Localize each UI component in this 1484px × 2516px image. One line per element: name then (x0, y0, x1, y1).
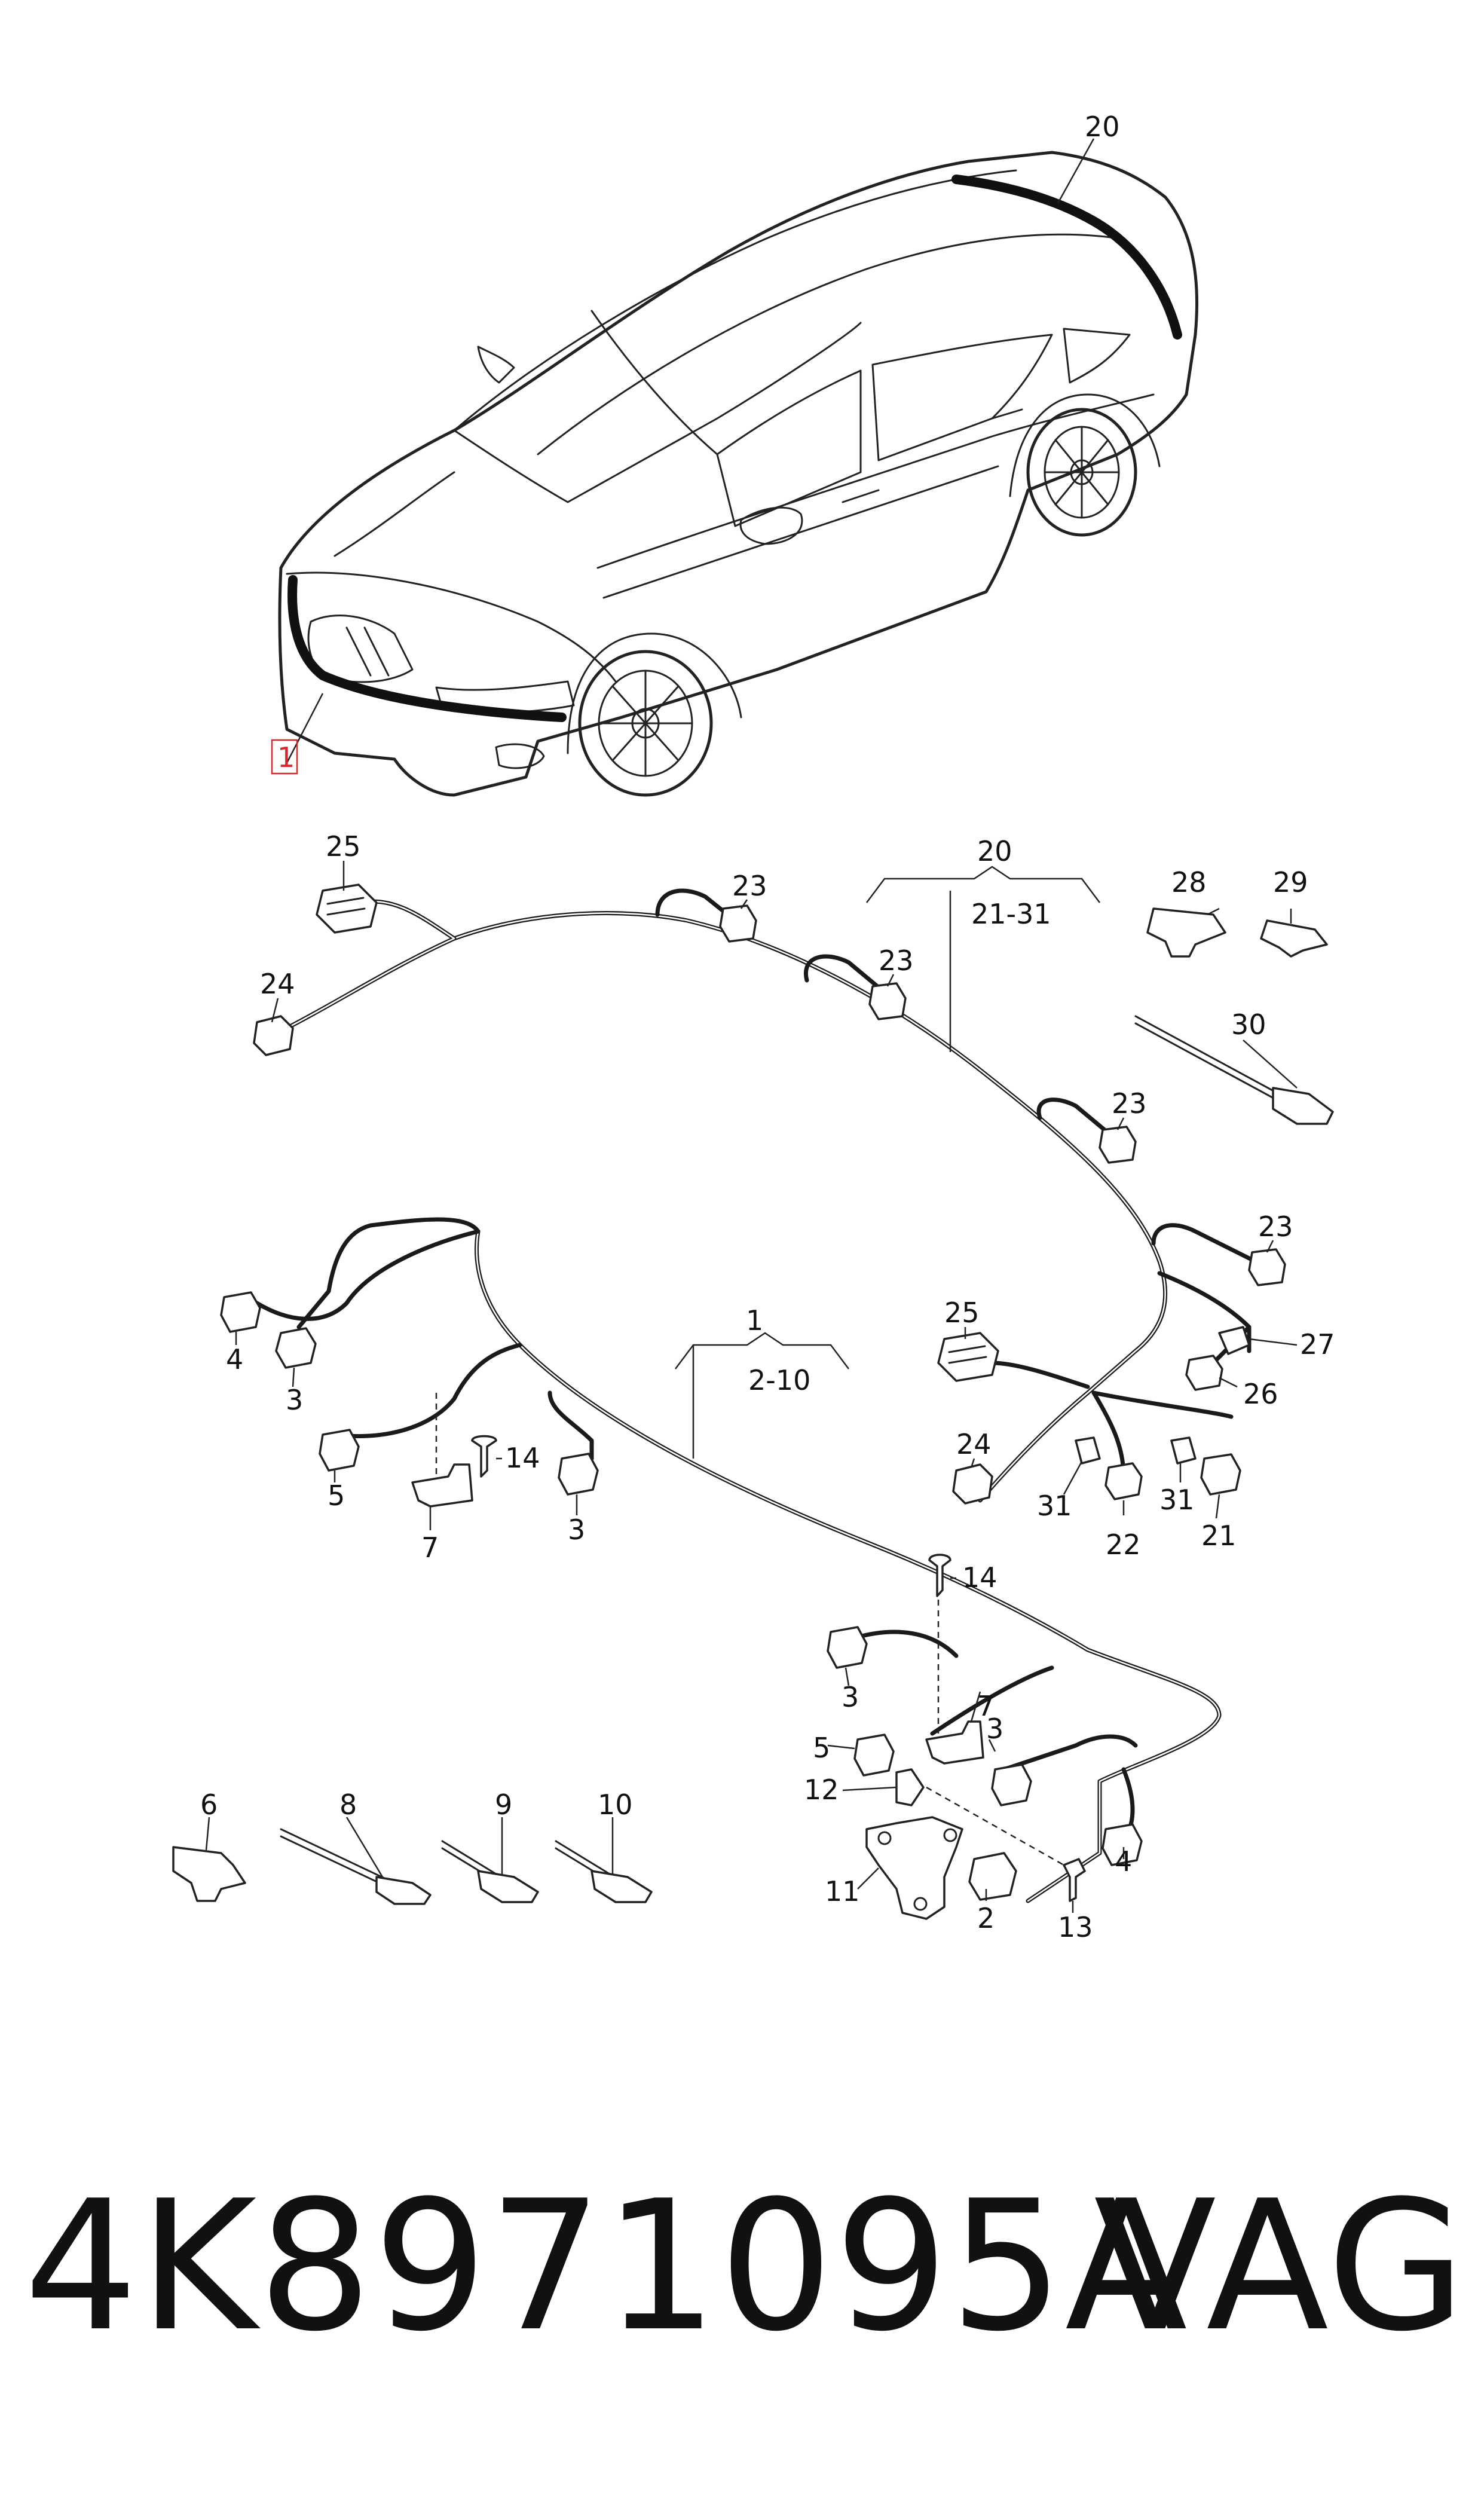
label-6: 6 (200, 1789, 218, 1821)
label-30: 30 (1231, 1008, 1266, 1041)
label-1-group: 1 (746, 1304, 763, 1337)
label-7a: 7 (421, 1531, 439, 1564)
callout-labels: 1 20 20 21-31 1 2-10 25 24 23 23 23 23 2… (200, 111, 1335, 1943)
label-1-car: 1 (277, 741, 295, 774)
label-23a: 23 (732, 870, 767, 902)
part-number: 4K8971095A (24, 2162, 1189, 2371)
label-14b: 14 (962, 1561, 998, 1594)
label-3d: 3 (986, 1713, 1003, 1745)
label-3b: 3 (568, 1514, 585, 1546)
car-illustration (278, 138, 1199, 797)
label-22: 22 (1106, 1528, 1141, 1561)
label-4a: 4 (226, 1343, 243, 1375)
label-12: 12 (804, 1774, 839, 1806)
leader-lines (205, 861, 1298, 1913)
label-11: 11 (825, 1875, 860, 1907)
label-3a: 3 (286, 1384, 303, 1416)
label-26: 26 (1243, 1378, 1278, 1410)
label-1-range: 2-10 (748, 1364, 810, 1396)
label-20-group: 20 (977, 835, 1012, 867)
highlight-box (271, 739, 298, 775)
label-4b: 4 (1115, 1845, 1132, 1878)
label-27: 27 (1300, 1328, 1335, 1361)
label-10: 10 (598, 1789, 633, 1821)
label-20-range: 21-31 (971, 898, 1051, 930)
brand: VAG (1094, 2162, 1467, 2371)
label-24a: 24 (260, 968, 295, 1000)
label-23d: 23 (1258, 1210, 1293, 1243)
label-25a: 25 (326, 830, 361, 863)
label-23c: 23 (1112, 1087, 1147, 1120)
label-5a: 5 (328, 1479, 345, 1512)
label-24b: 24 (956, 1428, 992, 1460)
label-31b: 31 (1159, 1484, 1195, 1516)
label-20-car: 20 (1085, 111, 1120, 143)
label-2: 2 (977, 1902, 995, 1934)
label-14a: 14 (505, 1442, 540, 1474)
label-31a: 31 (1037, 1490, 1072, 1522)
label-8: 8 (339, 1789, 357, 1821)
label-5b: 5 (813, 1732, 830, 1764)
label-25b: 25 (944, 1297, 980, 1329)
label-29: 29 (1273, 866, 1308, 898)
label-9: 9 (495, 1789, 512, 1821)
label-7b: 7 (977, 1690, 995, 1722)
connectors (172, 883, 1334, 1920)
label-13: 13 (1058, 1911, 1093, 1943)
label-3c: 3 (842, 1681, 859, 1713)
label-23b: 23 (879, 944, 914, 977)
label-21: 21 (1201, 1520, 1237, 1552)
label-28: 28 (1171, 866, 1207, 898)
